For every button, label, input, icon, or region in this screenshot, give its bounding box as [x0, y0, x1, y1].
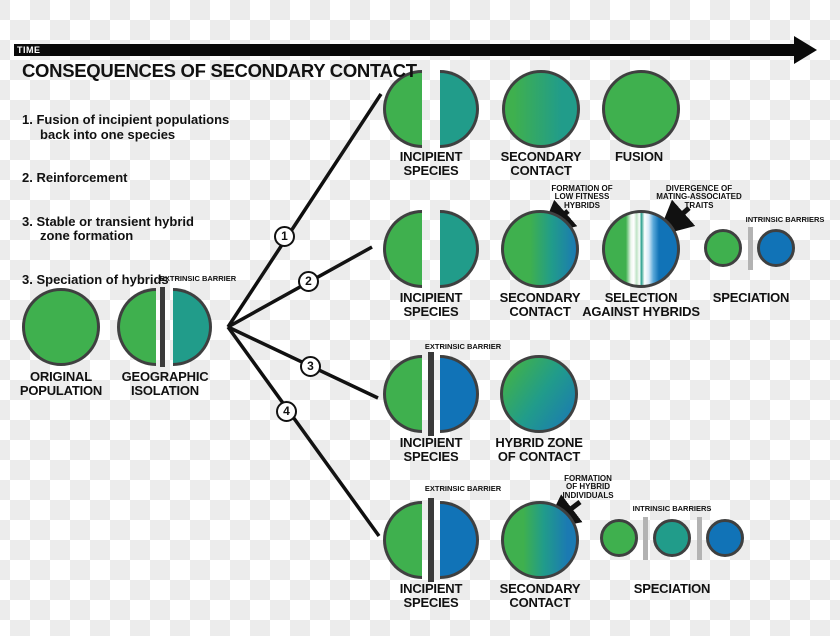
row2-incipient-label: INCIPIENT SPECIES: [399, 290, 463, 319]
row3-extrinsic-barrier-label: EXTRINSIC BARRIER: [424, 342, 502, 351]
original-population-label: ORIGINAL POPULATION: [19, 369, 103, 398]
page-title: CONSEQUENCES OF SECONDARY CONTACT: [22, 60, 417, 81]
row3-incipient-label: INCIPIENT SPECIES: [399, 435, 463, 464]
row3-extrinsic-barrier-bar: [428, 352, 434, 436]
row4-speciation-teal-circle: [653, 519, 691, 557]
row2-intrinsic-barrier-bar: [748, 227, 753, 270]
row1-fusion-label: FUSION: [615, 149, 663, 164]
branch-number-4: 4: [276, 401, 297, 422]
row2-selection-annotation: DIVERGENCE OF MATING-ASSOCIATED TRAITS: [656, 184, 742, 210]
row1-incipient-label: INCIPIENT SPECIES: [399, 149, 463, 178]
consequences-list: 1. Fusion of incipient populations back …: [22, 84, 229, 317]
list-item: 1. Fusion of incipient populations back …: [22, 112, 230, 142]
row4-extrinsic-barrier-label: EXTRINSIC BARRIER: [424, 484, 502, 493]
row4-intrinsic-barriers-label: INTRINSIC BARRIERS: [632, 504, 712, 513]
row4-speciation-label: SPECIATION: [633, 581, 711, 596]
row2-intrinsic-barriers-label: INTRINSIC BARRIERS: [745, 215, 825, 224]
extrinsic-barrier-bar: [160, 287, 165, 367]
row3-hybrid-zone-label: HYBRID ZONE OF CONTACT: [495, 435, 583, 464]
row1-fusion-circle: [602, 70, 680, 148]
row4-speciation-green-circle: [600, 519, 638, 557]
row2-secondary-contact-circle: [501, 210, 579, 288]
row4-intrinsic-barrier-bar: [643, 517, 648, 560]
row1-secondary-contact-circle: [502, 70, 580, 148]
row4-incipient-label: INCIPIENT SPECIES: [399, 581, 463, 610]
geographic-isolation-label: GEOGRAPHIC ISOLATION: [121, 369, 209, 398]
row2-selection-against-hybrids-label: SELECTION AGAINST HYBRIDS: [582, 290, 700, 319]
row4-secondary-annotation: FORMATION OF HYBRID INDIVIDUALS: [562, 474, 614, 500]
row4-extrinsic-barrier-bar: [428, 498, 434, 582]
row1-secondary-contact-label: SECONDARY CONTACT: [500, 149, 582, 178]
row4-speciation-blue-circle: [706, 519, 744, 557]
row2-selection-against-hybrids-circle: [602, 210, 680, 288]
row2-speciation-green-circle: [704, 229, 742, 267]
row4-secondary-contact-label: SECONDARY CONTACT: [499, 581, 581, 610]
row3-hybrid-zone-circle: [500, 355, 578, 433]
list-item: 3. Stable or transient hybrid zone forma…: [22, 213, 194, 244]
list-item: 3. Speciation of hybrids: [22, 272, 169, 288]
row2-speciation-label: SPECIATION: [712, 290, 790, 305]
original-population-circle: [22, 288, 100, 366]
row2-speciation-blue-circle: [757, 229, 795, 267]
time-arrow-label: TIME: [17, 45, 41, 55]
branch-lines: [226, 93, 383, 538]
row4-intrinsic-barrier-bar: [697, 517, 702, 560]
time-arrow: [14, 36, 817, 64]
branch-number-2: 2: [298, 271, 319, 292]
list-item: 2. Reinforcement: [22, 170, 128, 186]
row2-secondary-annotation: FORMATION OF LOW FITNESS HYBRIDS: [551, 184, 613, 210]
branch-number-1: 1: [274, 226, 295, 247]
row2-secondary-contact-label: SECONDARY CONTACT: [499, 290, 581, 319]
branch-number-3: 3: [300, 356, 321, 377]
extrinsic-barrier-label: EXTRINSIC BARRIER: [159, 274, 237, 283]
row4-secondary-contact-circle: [501, 501, 579, 579]
